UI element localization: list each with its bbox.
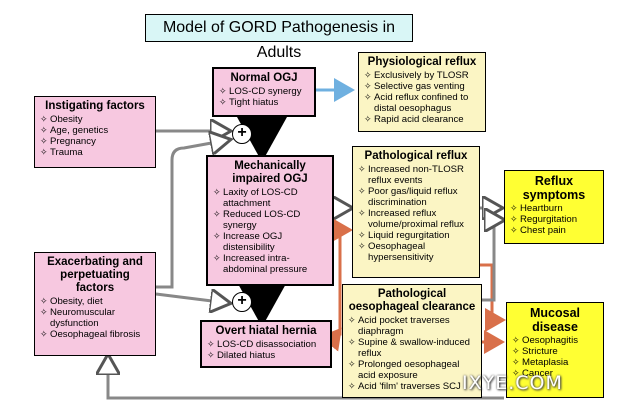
pathological-reflux-box: Pathological reflux Increased non-TLOSR … <box>352 146 480 278</box>
hiatal-hernia-list: LOS-CD disassociation Dilated hiatus <box>207 339 325 361</box>
diagram-title: Model of GORD Pathogenesis in Adults <box>145 14 413 61</box>
list-item: Poor gas/liquid reflux discrimination <box>358 186 474 208</box>
exacerbating-heading-2: perpetuating <box>60 269 130 281</box>
list-item: Cancer <box>512 368 598 379</box>
list-item: Dilated hiatus <box>207 350 325 361</box>
list-item: Prolonged oesophageal acid exposure <box>348 359 476 381</box>
reflux-symptoms-heading-1: Reflux <box>534 174 574 188</box>
mucosal-disease-heading-2: disease <box>532 320 578 334</box>
instigating-factors-box: Instigating factors Obesity Age, genetic… <box>34 96 156 168</box>
mucosal-disease-list: Oesophagitis Stricture Metaplasia Cancer <box>512 335 598 379</box>
mucosal-disease-heading-1: Mucosal <box>529 306 580 320</box>
list-item: Increase OGJ distensibility <box>213 231 327 253</box>
arrow-exacerbating-up <box>156 140 228 289</box>
pathological-reflux-heading: Pathological reflux <box>364 150 468 162</box>
watermark: IXYE.COM <box>462 372 563 394</box>
list-item: Heartburn <box>510 203 598 214</box>
list-item: Pregnancy <box>40 136 150 147</box>
reflux-symptoms-heading-2: symptoms <box>522 188 586 202</box>
arrow-mucosal-to-exacerbating <box>108 357 504 400</box>
list-item: Regurgitation <box>510 214 598 225</box>
list-item: LOS-CD disassociation <box>207 339 325 350</box>
pathological-reflux-list: Increased non-TLOSR reflux events Poor g… <box>358 164 474 263</box>
arrow-clearance-to-symptoms <box>482 220 502 302</box>
list-item: Exclusively by TLOSR <box>364 70 480 81</box>
list-item: Increased non-TLOSR reflux events <box>358 164 474 186</box>
list-item: Obesity <box>40 114 150 125</box>
list-item: LOS-CD synergy <box>219 86 309 97</box>
physiological-reflux-box: Physiological reflux Exclusively by TLOS… <box>358 52 486 132</box>
reflux-symptoms-box: Reflux symptoms Heartburn Regurgitation … <box>504 170 604 244</box>
mucosal-disease-box: Mucosal disease Oesophagitis Stricture M… <box>506 302 604 398</box>
list-item: Liquid regurgitation <box>358 230 474 241</box>
plus-symbol-lower: + <box>232 292 252 312</box>
impaired-ogj-heading-2: impaired OGJ <box>232 173 308 185</box>
instigating-factors-list: Obesity Age, genetics Pregnancy Trauma <box>40 114 150 158</box>
reflux-symptoms-list: Heartburn Regurgitation Chest pain <box>510 203 598 236</box>
list-item: Oesophageal fibrosis <box>40 329 150 340</box>
list-item: Acid pocket traverses diaphragm <box>348 315 476 337</box>
list-item: Chest pain <box>510 225 598 236</box>
exacerbating-heading-1: Exacerbating and <box>47 256 143 268</box>
list-item: Metaplasia <box>512 357 598 368</box>
exacerbating-list: Obesity, diet Neuromuscular dysfunction … <box>40 296 150 340</box>
arrow-path-reflux-to-mucosal <box>480 263 506 332</box>
pathological-clearance-heading-2: oesophageal clearance <box>348 301 476 313</box>
list-item: Reduced LOS-CD synergy <box>213 209 327 231</box>
list-item: Obesity, diet <box>40 296 150 307</box>
list-item: Trauma <box>40 147 150 158</box>
pathological-clearance-box: Pathological oesophageal clearance Acid … <box>342 284 482 398</box>
impaired-ogj-heading-1: Mechanically <box>234 160 306 172</box>
list-item: Age, genetics <box>40 125 150 136</box>
list-item: Neuromuscular dysfunction <box>40 307 150 329</box>
arrow-exacerbating-to-plus2 <box>155 294 228 303</box>
list-item: Increased reflux volume/proximal reflux <box>358 208 474 230</box>
list-item: Laxity of LOS-CD attachment <box>213 187 327 209</box>
normal-ogj-list: LOS-CD synergy Tight hiatus <box>219 86 309 108</box>
impaired-ogj-box: Mechanically impaired OGJ Laxity of LOS-… <box>206 155 334 286</box>
hiatal-hernia-box: Overt hiatal hernia LOS-CD disassociatio… <box>200 320 332 368</box>
physiological-reflux-heading: Physiological reflux <box>367 56 477 68</box>
list-item: Supine & swallow-induced reflux <box>348 337 476 359</box>
plus-symbol-upper: + <box>232 124 252 144</box>
list-item: Selective gas venting <box>364 81 480 92</box>
list-item: Stricture <box>512 346 598 357</box>
normal-ogj-box: Normal OGJ LOS-CD synergy Tight hiatus <box>212 67 316 117</box>
hiatal-hernia-heading: Overt hiatal hernia <box>215 325 317 337</box>
arrow-hernia-to-clearance <box>319 327 342 352</box>
list-item: Oesophageal hypersensitivity <box>358 241 474 263</box>
exacerbating-heading-3: factors <box>75 282 115 294</box>
list-item: Oesophagitis <box>512 335 598 346</box>
list-item: Acid 'film' traverses SCJ <box>348 381 476 392</box>
physiological-reflux-list: Exclusively by TLOSR Selective gas venti… <box>364 70 480 125</box>
instigating-factors-heading: Instigating factors <box>45 100 145 112</box>
list-item: Rapid acid clearance <box>364 114 480 125</box>
normal-ogj-heading: Normal OGJ <box>230 72 298 84</box>
list-item: Tight hiatus <box>219 97 309 108</box>
list-item: Acid reflux confined to distal oesophagu… <box>364 92 480 114</box>
exacerbating-factors-box: Exacerbating and perpetuating factors Ob… <box>34 252 156 356</box>
impaired-ogj-list: Laxity of LOS-CD attachment Reduced LOS-… <box>213 187 327 275</box>
pathological-clearance-heading-1: Pathological <box>377 288 447 300</box>
pathological-clearance-list: Acid pocket traverses diaphragm Supine &… <box>348 315 476 392</box>
list-item: Increased intra-abdominal pressure <box>213 253 327 275</box>
